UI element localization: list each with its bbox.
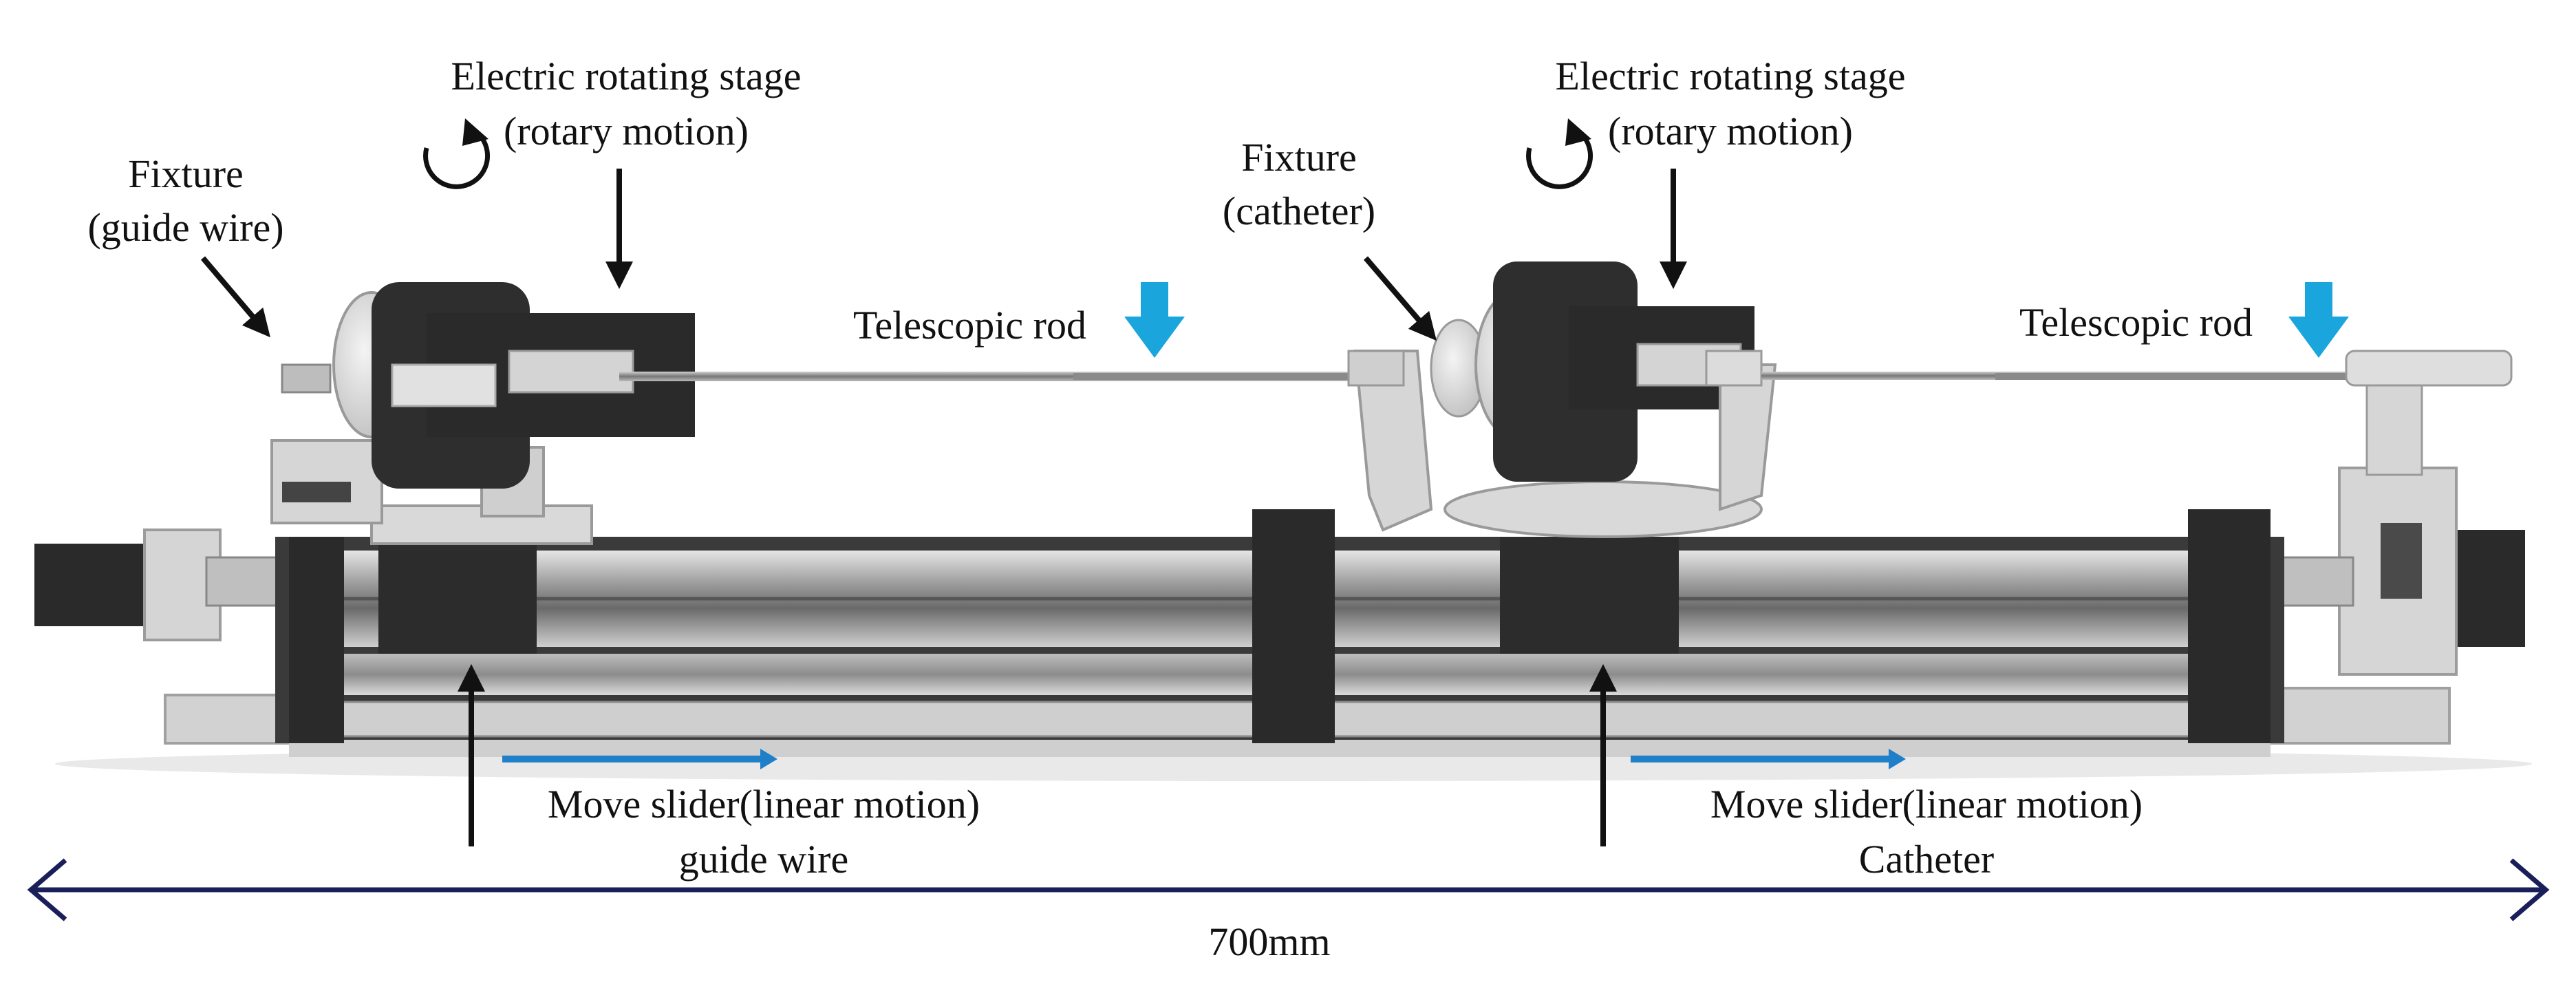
slider-right-label-1: Move slider(linear motion) [1710, 782, 2143, 826]
right-slider-block [1500, 537, 1679, 654]
pointer-arrow-icon [1363, 256, 1437, 341]
rot-stage-left-label-1: Electric rotating stage [451, 54, 802, 98]
slider-right-annotation: Move slider(linear motion) Catheter [1589, 664, 2143, 882]
telescopic-left-label: Telescopic rod [853, 303, 1086, 348]
slider-right-label-2: Catheter [1859, 837, 1994, 882]
telescopic-right-label: Telescopic rod [2019, 300, 2253, 345]
rot-stage-right-label-2: (rotary motion) [1608, 109, 1853, 153]
fixture-guide-wire-annotation: Fixture (guide wire) [87, 151, 284, 338]
right-arrow-icon [1631, 756, 1892, 762]
fixture-cath-label-2: (catheter) [1223, 189, 1375, 233]
rotation-arrow-icon [1526, 136, 1593, 189]
fixture-cath-label-1: Fixture [1241, 135, 1357, 180]
slider-left-label-2: guide wire [679, 837, 848, 882]
slider-left-label-1: Move slider(linear motion) [548, 782, 980, 826]
blue-down-arrow-icon [1124, 282, 1185, 358]
right-arrow-icon [502, 756, 764, 762]
left-end-motor [34, 544, 144, 626]
fixture-gw-label-1: Fixture [128, 151, 244, 196]
fixture-catheter-annotation: Fixture (catheter) [1223, 135, 1437, 341]
catheter-fixture [1353, 350, 1433, 532]
slider-left-annotation: Move slider(linear motion) guide wire [458, 664, 980, 882]
pointer-arrow-icon [200, 256, 270, 338]
dimension-label: 700mm [1208, 919, 1330, 964]
blue-down-arrow-icon [2288, 282, 2349, 358]
left-slider-block [378, 537, 537, 654]
telescopic-rod-left-annotation: Telescopic rod [853, 282, 1185, 358]
dimension-annotation: 700mm [27, 858, 2550, 964]
rotating-stage-left-annotation: Electric rotating stage (rotary motion) [423, 54, 802, 289]
telescopic-rod-right-annotation: Telescopic rod [2019, 282, 2349, 358]
linear-motion-arrows [502, 749, 1906, 769]
rot-stage-left-label-2: (rotary motion) [504, 109, 749, 153]
rotating-stage-right-annotation: Electric rotating stage (rotary motion) [1526, 54, 1906, 289]
catheter-module [1347, 261, 1777, 654]
rot-stage-right-label-1: Electric rotating stage [1556, 54, 1906, 98]
center-support-block [1252, 509, 1335, 743]
rotation-arrow-icon [423, 136, 491, 189]
machine-illustration [34, 261, 2532, 781]
right-end-motor [2449, 530, 2525, 647]
fixture-gw-label-2: (guide wire) [87, 205, 283, 250]
